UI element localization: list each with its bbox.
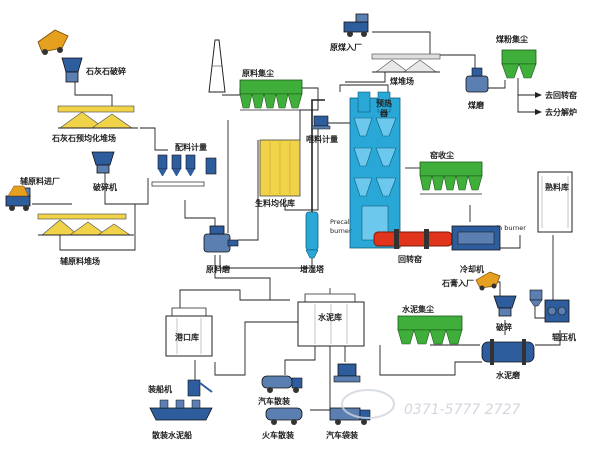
cement-mill [481, 339, 535, 365]
label-cooler: 冷却机 [460, 264, 484, 274]
label-kiln-feed: 喂料计量 [306, 134, 338, 144]
label-auxiliary-entry: 辅原料进厂 [20, 176, 60, 186]
label-kiln-dust: 窑收尘 [430, 150, 454, 160]
coal-yard [371, 53, 441, 73]
limestone-crusher [61, 57, 83, 83]
label-auxiliary-yard: 辅原料堆场 [60, 256, 100, 266]
rotary-kiln [373, 229, 453, 249]
label-coal-mill: 煤磨 [468, 100, 484, 110]
label-to-kiln: 去回转窑 [545, 90, 577, 100]
flow-lines [59, 31, 561, 411]
label-raw-mill: 原料磨 [206, 264, 230, 274]
label-coal-entry: 原煤入厂 [330, 42, 362, 52]
arrow-to-kiln [535, 92, 542, 98]
small-hopper [529, 289, 543, 307]
clinker-silo [537, 171, 573, 233]
batching-bins [151, 154, 217, 187]
label-port-silo: 港口库 [175, 332, 199, 342]
coal-mill [465, 67, 489, 93]
label-cement-mill: 水泥磨 [495, 370, 520, 380]
bulk-truck-1 [261, 375, 303, 393]
gypsum-crusher [493, 295, 517, 317]
label-gypsum-crusher: 破碎 [496, 322, 512, 332]
label-bulk-ship: 散装水泥船 [152, 430, 192, 440]
raw-homogenizing-silo [259, 139, 301, 197]
watermark-phone: 0371-5777 2727 [404, 402, 520, 418]
coal-dust-collector [501, 49, 537, 79]
label-raw-dust: 原料集尘 [242, 68, 274, 78]
label-precal-1: Precal [330, 218, 350, 226]
label-limestone-crushing: 石灰石破碎 [85, 66, 126, 76]
chimney [208, 39, 226, 93]
bulk-ship [149, 399, 213, 421]
label-conditioning-tower: 增湿塔 [300, 264, 325, 274]
preheater-tower [349, 91, 401, 249]
label-to-calciner: 去分解炉 [545, 107, 577, 117]
cement-dust-collector [397, 315, 463, 345]
conditioning-tower [305, 211, 319, 259]
label-precal-2: burner [330, 227, 352, 235]
label-main-burner: main burner [486, 224, 526, 232]
kiln-feed-meter [311, 115, 331, 130]
label-ship-loader: 装船机 [147, 384, 172, 394]
bag-truck [329, 407, 371, 425]
auxiliary-truck-icon [5, 185, 31, 211]
label-limestone-prehomo: 石灰石预均化堆场 [51, 133, 116, 143]
label-truck-bag: 汽车袋装 [326, 430, 358, 440]
label-train-bulk: 火车散装 [262, 430, 294, 440]
label-coal-dust: 煤粉集尘 [496, 34, 528, 44]
label-preheater-bottom: 器 [379, 109, 389, 118]
watermark: 0371-5777 2727 [341, 389, 520, 419]
limestone-prehomo-yard [57, 105, 138, 129]
coal-truck-icon [343, 13, 369, 37]
label-roller-press: 辊压机 [552, 332, 576, 342]
label-clinker-silo: 熟料库 [545, 182, 569, 192]
cooler [451, 225, 501, 251]
kiln-dust-collector [419, 161, 483, 195]
train-bulk [265, 407, 303, 425]
limestone-truck-icon [37, 29, 69, 55]
raw-dust-collector [239, 79, 303, 111]
label-truck-bulk-1: 汽车散装 [258, 396, 290, 406]
arrow-to-calciner [535, 109, 542, 115]
auxiliary-yard [37, 213, 134, 236]
raw-mill [203, 225, 239, 253]
label-crusher: 破碎机 [93, 182, 117, 192]
ship-loader [187, 379, 213, 397]
roller-press [544, 299, 570, 323]
gypsum-truck-icon [475, 271, 501, 291]
label-coal-yard: 煤堆场 [390, 76, 414, 86]
label-gypsum-entry: 石膏入厂 [441, 278, 474, 288]
label-batching: 配料计量 [175, 142, 207, 152]
cement-silo [297, 288, 365, 347]
label-cement-dust: 水泥集尘 [401, 304, 434, 314]
label-raw-homo: 生料均化库 [255, 198, 295, 208]
label-kiln: 回转窑 [398, 254, 422, 264]
port-silo [165, 307, 213, 357]
label-cement-silo: 水泥库 [317, 312, 342, 322]
label-preheater-top: 预热 [376, 98, 392, 108]
auxiliary-crusher [91, 151, 115, 174]
bag-packing [333, 363, 361, 383]
